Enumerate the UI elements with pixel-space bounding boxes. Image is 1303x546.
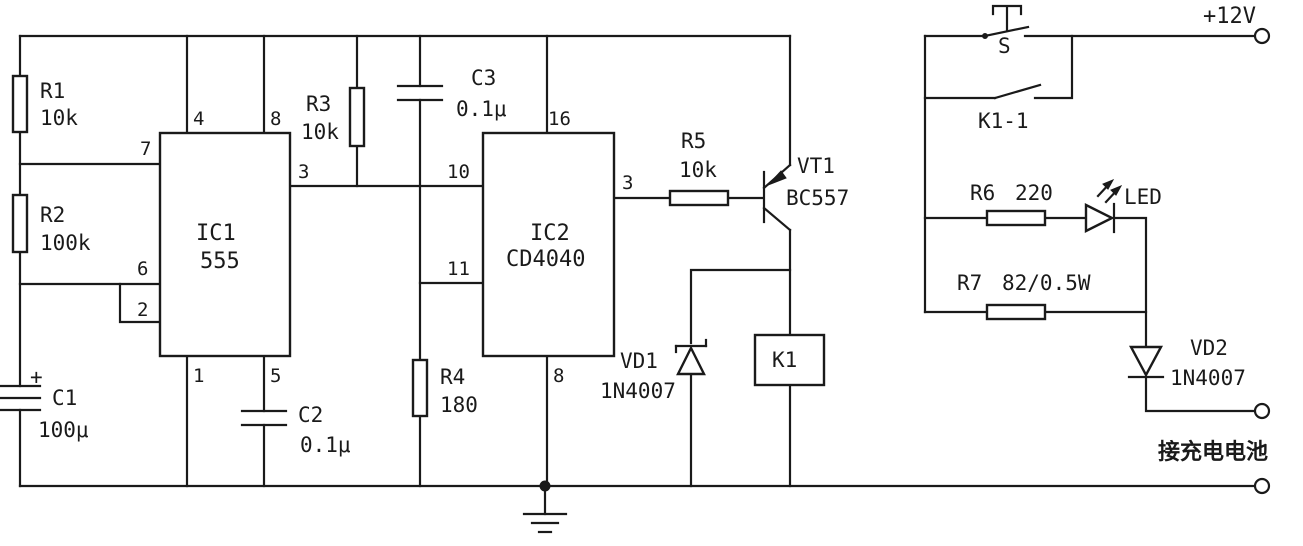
r3-value: 10k [301, 120, 339, 144]
c1-ref: C1 [52, 386, 77, 410]
r6-ref: R6 [970, 181, 995, 205]
ic1-name: IC1 [196, 221, 236, 246]
ic1-pin-6: 6 [137, 258, 148, 280]
ic1-pin-1: 1 [193, 365, 204, 387]
supply-label: +12V [1203, 4, 1256, 29]
c2-capacitor [240, 409, 288, 427]
r6-value: 220 [1015, 181, 1053, 205]
supply-terminal [1253, 27, 1271, 45]
ground-icon [522, 512, 568, 534]
r1-ref: R1 [40, 79, 65, 103]
vd2-part: 1N4007 [1170, 366, 1246, 390]
r3-ref: R3 [306, 92, 331, 116]
r4-resistor [411, 358, 429, 418]
r4-ref: R4 [440, 365, 465, 389]
ic1-pin-7: 7 [140, 138, 151, 160]
vd2-ref: VD2 [1190, 336, 1228, 360]
c1-capacitor [0, 384, 42, 412]
r5-value: 10k [679, 158, 717, 182]
wires [18, 34, 1256, 516]
ic2-name: IC2 [530, 221, 570, 246]
r5-resistor [668, 189, 730, 207]
c2-value: 0.1μ [300, 433, 351, 457]
vd1-part: 1N4007 [600, 379, 676, 403]
c1-value: 100μ [38, 418, 89, 442]
r5-ref: R5 [681, 129, 706, 153]
ic1-pin-4: 4 [193, 108, 204, 130]
c3-value: 0.1μ [456, 97, 507, 121]
c1-polarity: + [30, 365, 43, 389]
ic2-pin-11: 11 [447, 258, 470, 280]
r3-resistor [348, 86, 366, 148]
vt1-ref: VT1 [797, 154, 835, 178]
r2-value: 100k [40, 231, 91, 255]
k1-1-ref: K1-1 [978, 109, 1029, 133]
switch-ref: S [998, 34, 1011, 58]
k1-relay-coil [753, 333, 826, 387]
ic2-pin-8: 8 [553, 365, 564, 387]
vd1-ref: VD1 [620, 349, 658, 373]
led-diode [1084, 202, 1116, 234]
led-ref: LED [1124, 185, 1162, 209]
ic2-chip [481, 131, 616, 358]
r6-resistor [985, 209, 1047, 227]
r1-value: 10k [40, 106, 78, 130]
s-switch [982, 4, 1030, 39]
battery-positive-terminal [1253, 402, 1271, 420]
r7-resistor [985, 303, 1047, 321]
r1-resistor [11, 74, 29, 134]
vd2-diode [1127, 345, 1165, 379]
battery-negative-terminal [1253, 477, 1271, 495]
r2-resistor [11, 193, 29, 254]
ic1-pin-3: 3 [298, 161, 309, 183]
ic1-part: 555 [200, 249, 240, 274]
ground-junction-dot [539, 480, 551, 492]
ic2-part: CD4040 [506, 247, 585, 272]
ic1-pin-5: 5 [270, 365, 281, 387]
vt1-transistor [762, 163, 792, 232]
ic1-pin-8: 8 [270, 108, 281, 130]
vt1-part: BC557 [786, 186, 849, 210]
k1-ref: K1 [772, 348, 797, 372]
terminals [1253, 27, 1271, 495]
labels: +12V 接充电电池 R1 10k R2 100k + C1 100μ R3 1… [30, 4, 1268, 465]
ic2-pin-3: 3 [622, 172, 633, 194]
r7-value: 82/0.5W [1002, 271, 1091, 295]
r2-ref: R2 [40, 203, 65, 227]
ic2-pin-10: 10 [447, 161, 470, 183]
ic2-pin-16: 16 [548, 108, 571, 130]
vd1-diode [674, 338, 708, 376]
led-light-arrows-icon [1096, 179, 1123, 204]
ic1-chip [158, 131, 292, 358]
c3-ref: C3 [471, 66, 496, 90]
c2-ref: C2 [298, 403, 323, 427]
battery-output-label: 接充电电池 [1158, 439, 1268, 465]
k1-1-contact [993, 83, 1042, 100]
c3-capacitor [396, 84, 444, 102]
r7-ref: R7 [957, 271, 982, 295]
ic1-pin-2: 2 [137, 299, 148, 321]
r4-value: 180 [440, 393, 478, 417]
